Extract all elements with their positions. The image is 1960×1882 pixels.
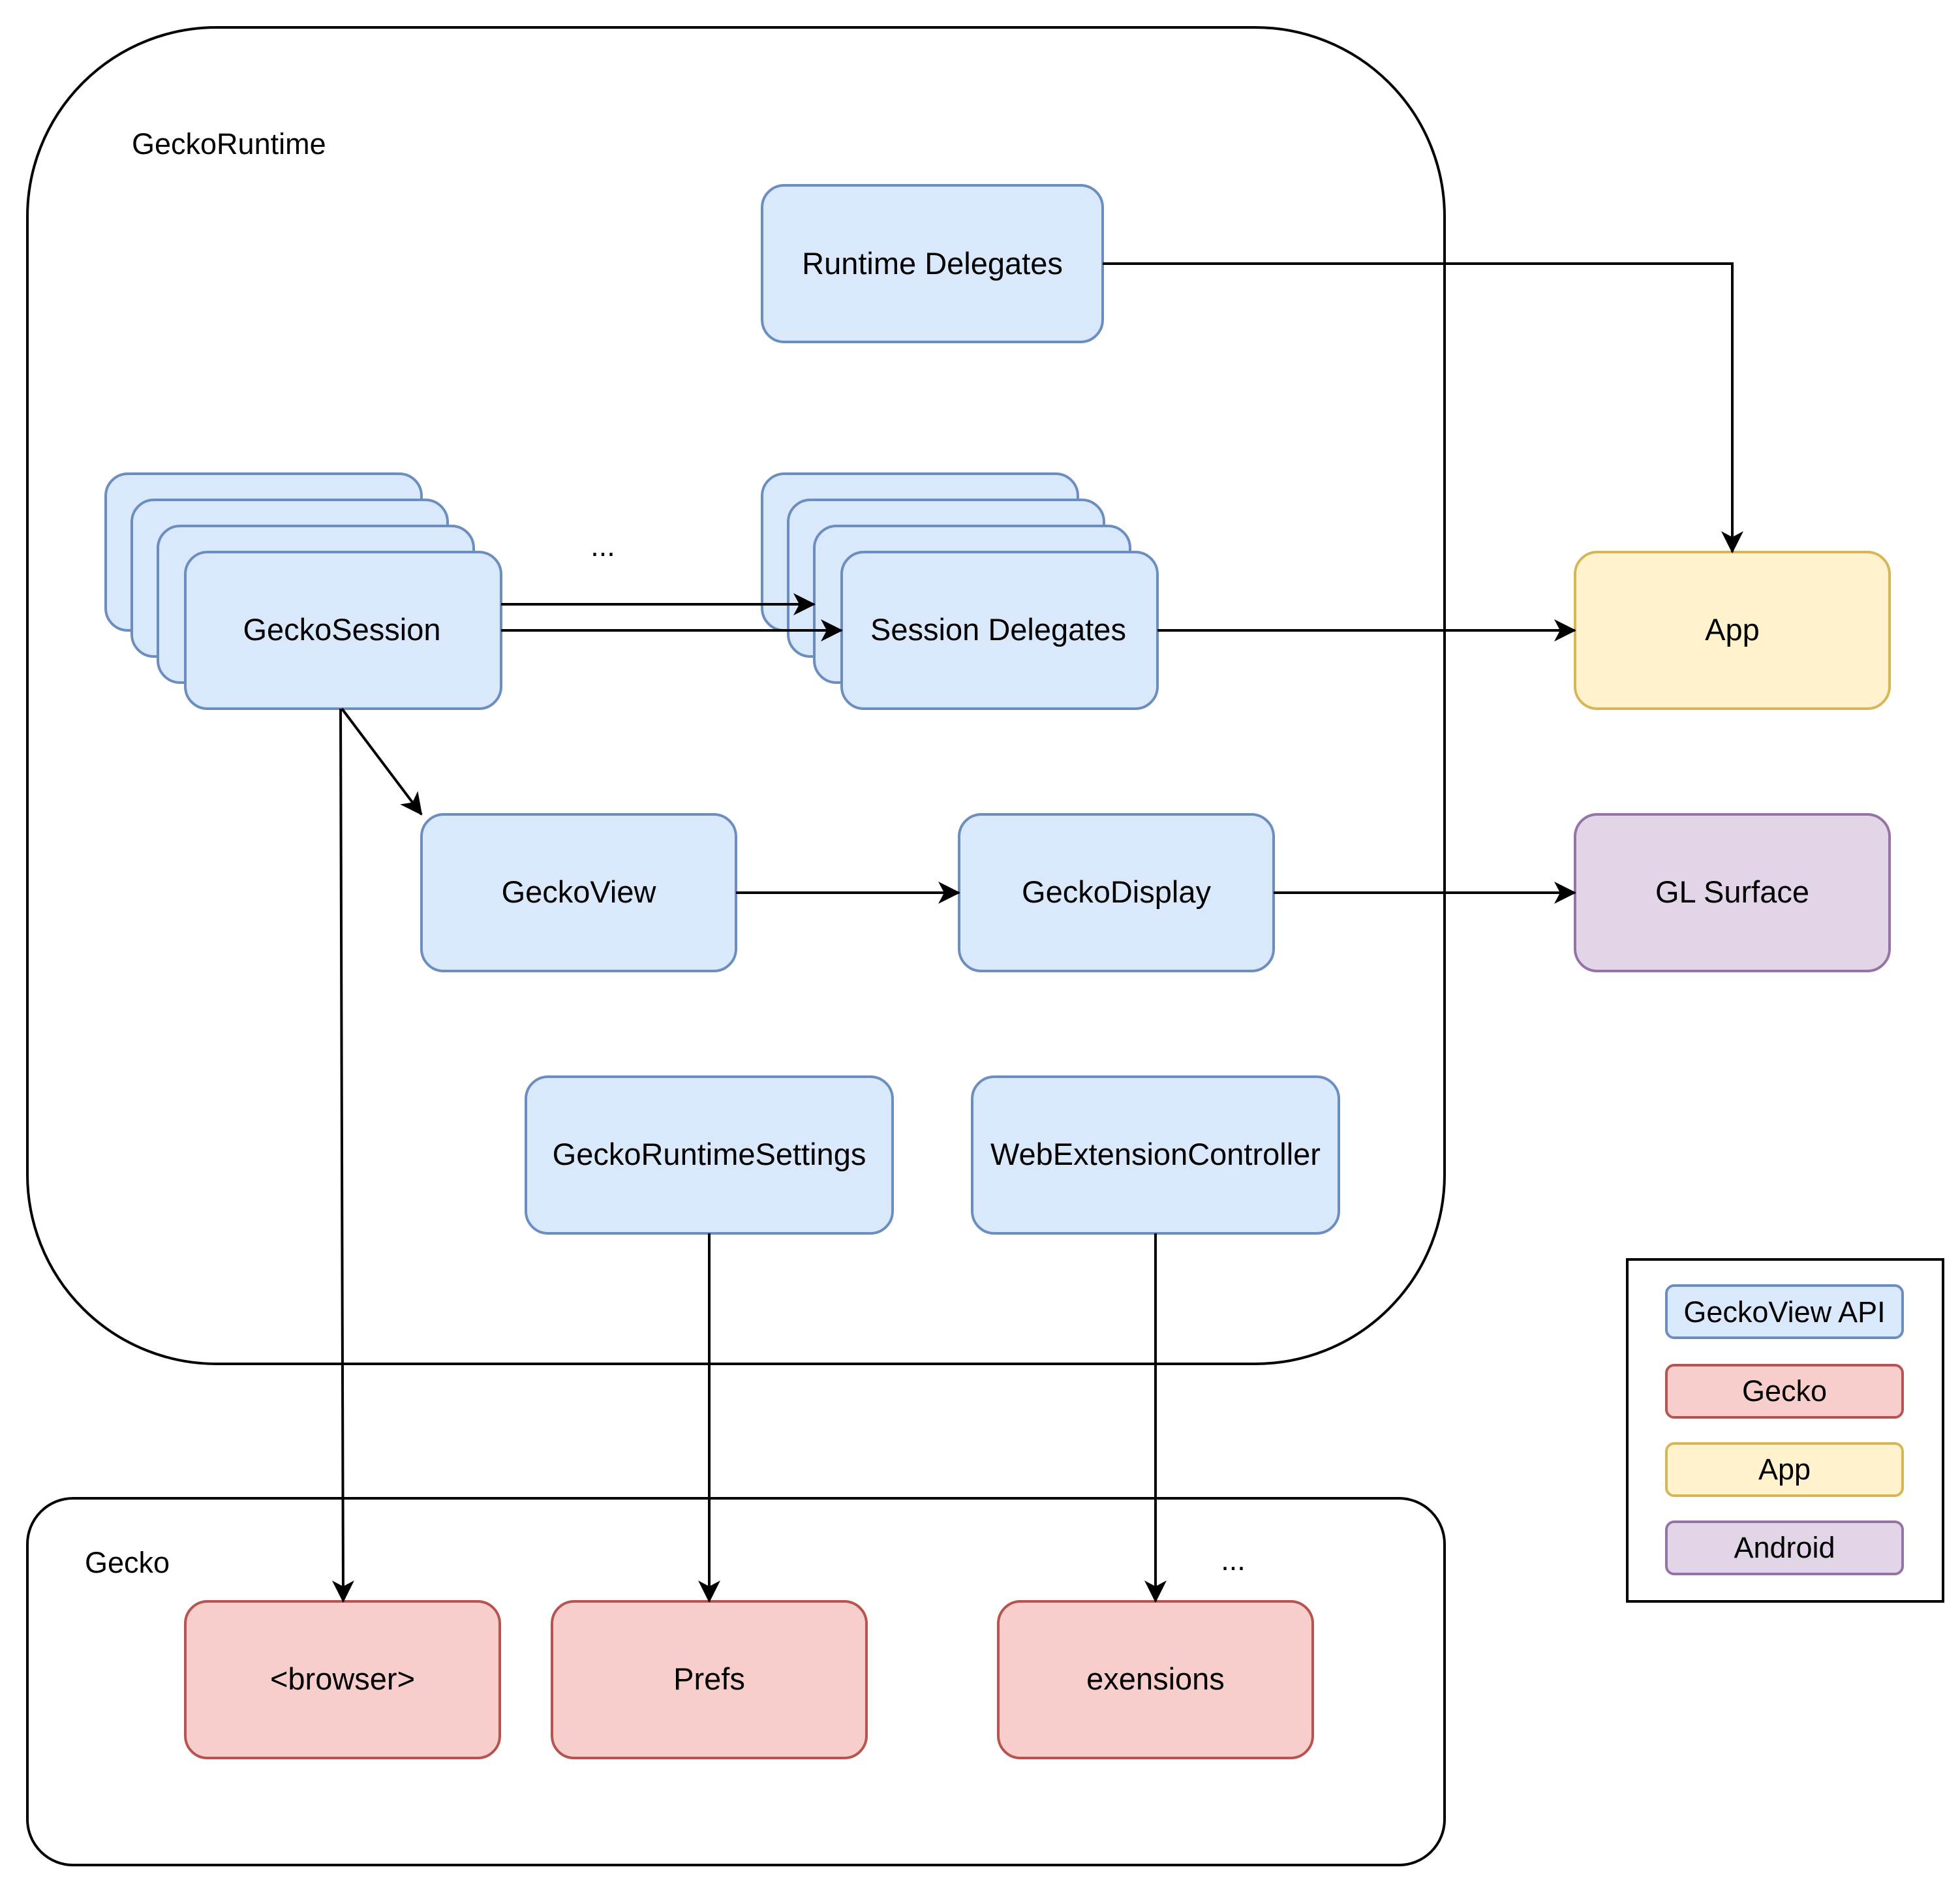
svg-text:<browser>: <browser> <box>270 1661 415 1696</box>
extensions-node: exensions <box>997 1600 1314 1759</box>
svg-text:GeckoRuntimeSettings: GeckoRuntimeSettings <box>553 1137 866 1171</box>
prefs-node: Prefs <box>551 1600 868 1759</box>
gecko-session-stack: GeckoSession <box>104 472 502 710</box>
gecko-view-node: GeckoView <box>420 813 737 972</box>
session-delegates-label: Session Delegates <box>870 612 1126 647</box>
gecko-session-label: GeckoSession <box>243 612 440 647</box>
svg-text:Gecko: Gecko <box>1742 1374 1827 1408</box>
gl-surface-node: GL Surface <box>1574 813 1891 972</box>
legend-item-app: App <box>1665 1442 1904 1497</box>
svg-text:App: App <box>1758 1453 1811 1486</box>
svg-text:GL Surface: GL Surface <box>1655 874 1809 909</box>
browser-node: <browser> <box>184 1600 501 1759</box>
legend: GeckoView API Gecko App Android <box>1626 1258 1944 1603</box>
edge-runtime-delegates-to-app <box>1103 262 1743 553</box>
gecko-display-node: GeckoDisplay <box>958 813 1275 972</box>
gecko-container <box>26 1497 1446 1866</box>
svg-text:GeckoDisplay: GeckoDisplay <box>1022 874 1211 909</box>
gecko-runtime-container <box>26 26 1446 1365</box>
legend-item-geckoview-api: GeckoView API <box>1665 1284 1904 1339</box>
svg-text:WebExtensionController: WebExtensionController <box>990 1137 1321 1171</box>
session-delegates-stack: Session Delegates <box>761 472 1159 710</box>
svg-text:GeckoView: GeckoView <box>502 874 657 909</box>
edge-session-to-browser <box>331 708 354 1603</box>
runtime-settings-node: GeckoRuntimeSettings <box>525 1075 894 1235</box>
gecko-ellipsis: ... <box>1221 1543 1246 1577</box>
edge-session-to-view <box>341 707 423 816</box>
gecko-runtime-label: GeckoRuntime <box>132 127 326 161</box>
svg-text:Android: Android <box>1734 1531 1835 1564</box>
svg-text:App: App <box>1705 612 1760 647</box>
svg-text:Runtime Delegates: Runtime Delegates <box>802 246 1063 281</box>
legend-item-android: Android <box>1665 1520 1904 1575</box>
legend-item-gecko: Gecko <box>1665 1364 1904 1419</box>
svg-text:Prefs: Prefs <box>673 1661 745 1696</box>
svg-text:GeckoView API: GeckoView API <box>1683 1295 1885 1329</box>
app-node: App <box>1574 551 1891 710</box>
edges <box>331 262 1743 1603</box>
svg-text:exensions: exensions <box>1086 1661 1225 1696</box>
gecko-label: Gecko <box>85 1546 170 1579</box>
webextension-controller-node: WebExtensionController <box>971 1075 1340 1235</box>
sessions-ellipsis: ... <box>590 529 615 563</box>
runtime-delegates-node: Runtime Delegates <box>761 184 1104 343</box>
